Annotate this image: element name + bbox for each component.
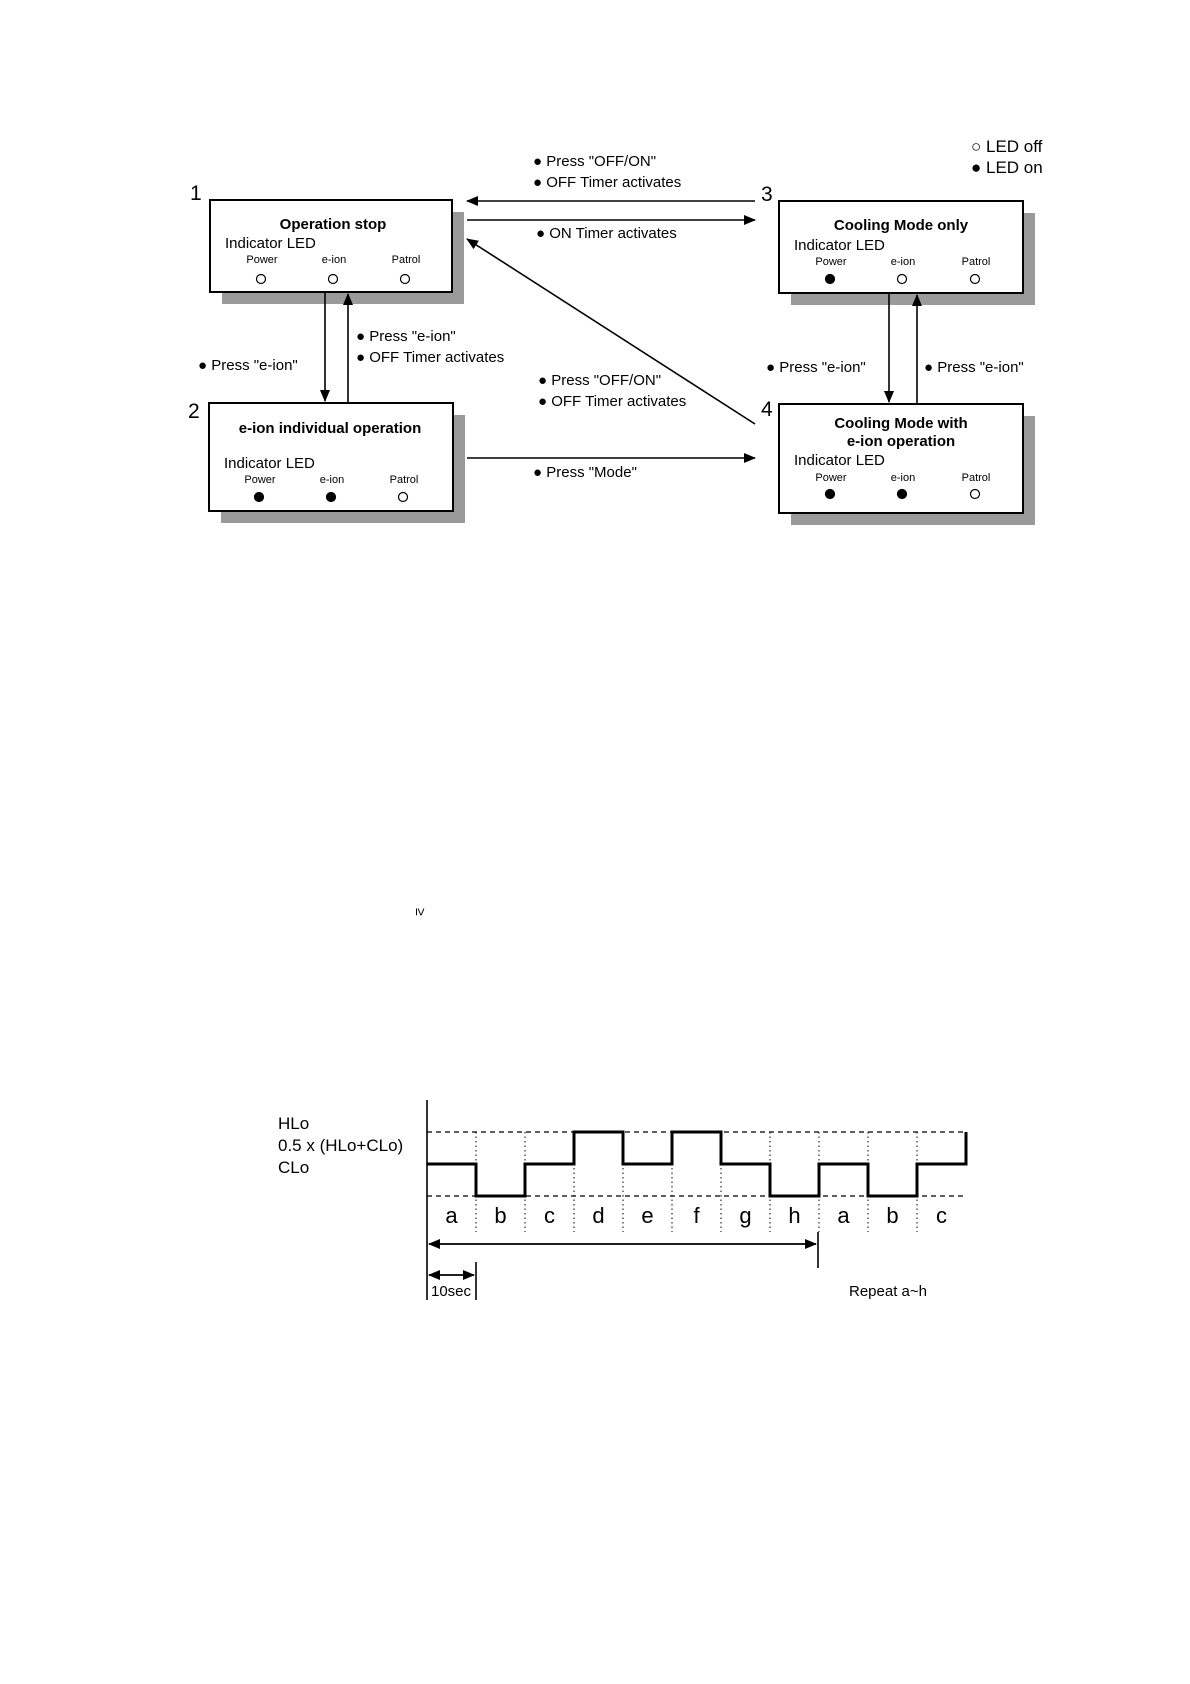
state-number: 4	[761, 398, 773, 421]
led-label-patrol: Patrol	[390, 474, 419, 486]
led-label-power: Power	[815, 472, 847, 484]
segment-label-b: b	[494, 1203, 506, 1228]
segment-label-g: g	[739, 1203, 751, 1228]
label-t3-to-1-line1: ● Press "OFF/ON"	[533, 153, 656, 170]
segment-label-c: c	[936, 1203, 947, 1228]
stray-symbol: ≥	[413, 908, 429, 916]
label-t3-to-1-line2: ● OFF Timer activates	[533, 174, 681, 191]
led-label-power: Power	[815, 256, 847, 268]
segment-label-f: f	[693, 1203, 700, 1228]
fan-speed-waveform	[427, 1130, 968, 1198]
led-label-e-ion: e-ion	[891, 256, 915, 268]
label-t2-to-1-line2: ● OFF Timer activates	[356, 349, 504, 366]
label-t4-to-1-line1: ● Press "OFF/ON"	[538, 372, 661, 389]
led-power-indicator	[824, 488, 836, 500]
led-label-power: Power	[244, 474, 276, 486]
repeat-label: Repeat a~h	[849, 1283, 927, 1300]
label-t1-to-2: ● Press "e-ion"	[198, 357, 298, 374]
segment-label-a: a	[837, 1203, 850, 1228]
led-patrol-indicator	[399, 273, 411, 285]
led-patrol-indicator	[969, 273, 981, 285]
led-patrol-indicator	[397, 491, 409, 503]
state-title: Operation stop	[280, 216, 387, 233]
state-number: 2	[188, 400, 200, 423]
label-t4-to-3: ● Press "e-ion"	[924, 359, 1024, 376]
state-title-line-1: Cooling Mode with	[834, 415, 967, 432]
state-title: Cooling Mode only	[834, 217, 969, 234]
indicator-label: Indicator LED	[794, 452, 885, 469]
indicator-label: Indicator LED	[224, 455, 315, 472]
segment-label-a: a	[445, 1203, 458, 1228]
led-e-ion-indicator	[327, 273, 339, 285]
led-label-patrol: Patrol	[392, 254, 421, 266]
ten-sec-label: 10sec	[431, 1283, 472, 1300]
segment-label-e: e	[641, 1203, 653, 1228]
segment-label-b: b	[886, 1203, 898, 1228]
label-t1-to-3: ● ON Timer activates	[536, 225, 677, 242]
legend-led-off: ○ LED off	[971, 137, 1043, 156]
state-box-e-ion-individual: 2 e-ion individual operation Indicator L…	[188, 400, 465, 523]
state-box-cooling-mode-only: 3 Cooling Mode only Indicator LED Power …	[761, 183, 1035, 305]
led-power-indicator	[255, 273, 267, 285]
level-label-hlo: HLo	[278, 1114, 309, 1133]
label-t4-to-1-line2: ● OFF Timer activates	[538, 393, 686, 410]
level-label-clo: CLo	[278, 1158, 309, 1177]
led-label-e-ion: e-ion	[891, 472, 915, 484]
led-patrol-indicator	[969, 488, 981, 500]
led-power-indicator	[824, 273, 836, 285]
timing-chart: HLo 0.5 x (HLo+CLo) CLo a b c d e f g h a b c 10se…	[278, 1100, 968, 1300]
state-number: 1	[190, 182, 202, 205]
state-title-line-2: e-ion operation	[847, 433, 955, 450]
level-label-mid: 0.5 x (HLo+CLo)	[278, 1136, 403, 1155]
led-label-patrol: Patrol	[962, 472, 991, 484]
state-box-cooling-with-e-ion: 4 Cooling Mode with e-ion operation Indi…	[761, 398, 1035, 525]
led-power-indicator	[253, 491, 265, 503]
led-label-e-ion: e-ion	[322, 254, 346, 266]
led-label-power: Power	[246, 254, 278, 266]
led-e-ion-indicator	[325, 491, 337, 503]
label-t3-to-4: ● Press "e-ion"	[766, 359, 866, 376]
segment-label-d: d	[592, 1203, 604, 1228]
state-box-operation-stop: 1 Operation stop Indicator LED Power e-i…	[190, 182, 464, 304]
arrow-state4-to-state1	[466, 238, 756, 425]
state-number: 3	[761, 183, 773, 206]
led-label-e-ion: e-ion	[320, 474, 344, 486]
led-e-ion-indicator	[896, 488, 908, 500]
legend-led-on: ● LED on	[971, 158, 1043, 177]
label-t2-to-1-line1: ● Press "e-ion"	[356, 328, 456, 345]
led-label-patrol: Patrol	[962, 256, 991, 268]
label-t2-to-4: ● Press "Mode"	[533, 464, 637, 481]
indicator-label: Indicator LED	[225, 235, 316, 252]
segment-label-c: c	[544, 1203, 555, 1228]
state-title: e-ion individual operation	[239, 420, 422, 437]
segment-label-h: h	[788, 1203, 800, 1228]
indicator-label: Indicator LED	[794, 237, 885, 254]
led-e-ion-indicator	[896, 273, 908, 285]
